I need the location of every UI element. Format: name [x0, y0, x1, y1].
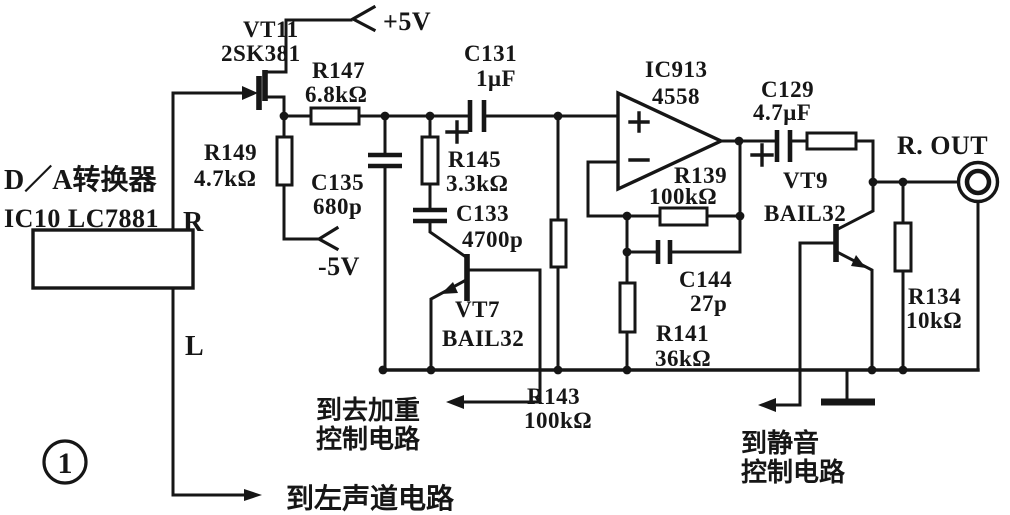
wires	[171, 18, 980, 497]
rout-label: R. OUT	[897, 131, 988, 160]
figure-number-badge: 1	[42, 439, 88, 485]
left-channel-label: 到左声道电路	[286, 482, 455, 515]
r145-value-label: 3.3kΩ	[446, 171, 508, 196]
plus5v-arrow-icon	[349, 4, 377, 33]
opamp-plus-input-icon	[628, 111, 650, 133]
deemphasis-arrow-icon	[446, 395, 464, 409]
r139-ref-label: R139	[674, 163, 727, 188]
c133-value-label: 4700p	[462, 227, 523, 252]
vt9-part-label: BAIL32	[764, 201, 846, 226]
c131-capacitor	[445, 100, 487, 144]
minus5v-label: -5V	[318, 252, 360, 281]
c131-ref-label: C131	[464, 41, 517, 66]
r143-value-label: 100kΩ	[524, 408, 592, 433]
wire-mute	[773, 241, 838, 407]
c144-value-label: 27p	[690, 291, 727, 316]
vt9-ref-label: VT9	[783, 168, 828, 193]
wire-inverting-input	[586, 160, 629, 218]
vt7-part-label: BAIL32	[442, 326, 524, 351]
c135-capacitor	[368, 152, 402, 169]
r147-ref-label: R147	[312, 58, 365, 83]
output-series-resistor-body	[805, 131, 858, 151]
vt11-part-label: 2SK381	[221, 41, 301, 66]
r149-ref-label: R149	[204, 140, 257, 165]
ic913-part-label: 4558	[652, 84, 700, 109]
mute-label-line2: 控制电路	[741, 457, 846, 487]
opamp-triangle	[616, 90, 726, 192]
c144-capacitor	[655, 240, 673, 264]
r139-value-label: 100kΩ	[649, 184, 717, 209]
r143-body	[549, 218, 568, 269]
c133-capacitor	[413, 207, 447, 224]
wire-l-channel	[171, 286, 248, 497]
r145-ref-label: R145	[448, 147, 501, 172]
c129-polarity-plus-icon	[750, 143, 774, 167]
vt7-ref-label: VT7	[455, 297, 500, 322]
vt9-emitter-arrow-icon	[851, 255, 866, 268]
figure-circle	[42, 439, 88, 485]
jack-inner-ring	[964, 168, 992, 196]
minus5v-arrow-icon	[315, 225, 340, 252]
r145-body	[420, 135, 440, 186]
r134-value-label: 10kΩ	[906, 308, 962, 333]
vt11-gate-arrow-icon	[242, 86, 258, 100]
r141-value-label: 36kΩ	[655, 346, 711, 371]
wire-c144-left	[625, 214, 660, 254]
c135-value-label: 680p	[313, 194, 362, 219]
vt11-ref-label: VT11	[243, 17, 299, 42]
vt9-transistor-symbol	[833, 224, 866, 268]
r139-body	[658, 206, 709, 227]
dac-block-box	[31, 228, 195, 290]
wire-plus5v	[263, 18, 353, 74]
r149-value-label: 4.7kΩ	[194, 166, 256, 191]
c129-value-label: 4.7μF	[753, 100, 811, 125]
dac-left-label: L	[185, 331, 204, 362]
deemphasis-label-line1: 到去加重	[316, 396, 420, 425]
vt7-transistor-symbol	[441, 254, 470, 301]
r134-body	[893, 221, 913, 273]
wire-vt11-source	[263, 95, 286, 118]
vt7-emitter-arrow-icon	[441, 282, 458, 294]
c131-polarity-plus-icon	[445, 120, 469, 144]
r149-body	[275, 135, 294, 187]
c129-ref-label: C129	[761, 77, 814, 102]
wire-vt7-collector	[428, 219, 469, 260]
wire-deemphasis	[460, 268, 542, 404]
junction-dots	[279, 111, 908, 375]
wire-vt9-collector	[835, 180, 875, 232]
r141-body	[618, 281, 637, 334]
mute-arrow-icon	[758, 398, 776, 412]
r147-body	[309, 106, 361, 126]
wire-r149-minus5v	[282, 183, 321, 241]
vt11-transistor-symbol	[242, 70, 268, 110]
rout-jack	[956, 160, 1000, 204]
deemphasis-label-line2: 控制电路	[316, 424, 421, 454]
r143-ref-label: R143	[527, 384, 580, 409]
mute-label-line1: 到静音	[741, 428, 819, 458]
labels: VT11 2SK381 +5V R147 6.8kΩ R149 4.7kΩ C1…	[4, 7, 988, 515]
r147-value-label: 6.8kΩ	[305, 82, 367, 107]
c144-ref-label: C144	[679, 267, 732, 292]
c129-capacitor	[750, 130, 793, 167]
left-channel-arrow-icon	[244, 489, 262, 501]
ic913-ref-label: IC913	[645, 57, 708, 82]
dac-right-label: R	[183, 207, 204, 238]
c131-value-label: 1μF	[476, 66, 516, 91]
figure-number: 1	[58, 447, 73, 480]
wire-vt9-emitter	[834, 249, 874, 372]
c135-ref-label: C135	[311, 170, 364, 195]
dac-name-label: D／A转换器	[4, 164, 157, 196]
plus5v-label: +5V	[383, 7, 431, 36]
c133-ref-label: C133	[456, 201, 509, 226]
r141-ref-label: R141	[656, 321, 709, 346]
wire-to-out-node	[854, 139, 875, 184]
dac-chip-label: IC10 LC7881	[4, 204, 159, 233]
opamp-symbol	[616, 90, 726, 192]
r134-ref-label: R134	[908, 284, 961, 309]
